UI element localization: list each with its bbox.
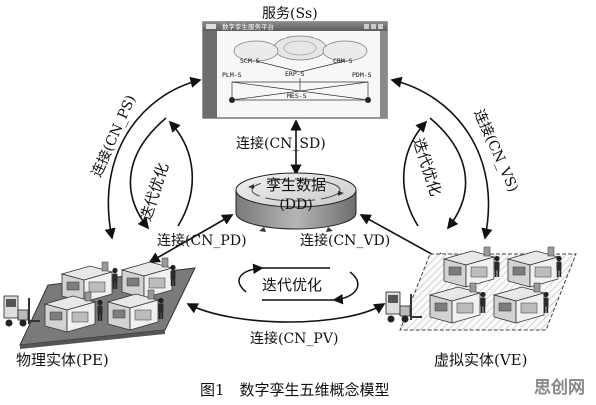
- service-title: 服务(Ss): [262, 6, 318, 22]
- twin-data-subtitle: (DD): [279, 197, 312, 213]
- physical-entity-platform: [4, 258, 195, 349]
- label-cn-vd: 连接(CN_VD): [300, 232, 390, 249]
- service-window: 数字孪生服务平台 SCM-S CRM-S ERP-S PLM-S PDM-S M…: [203, 22, 387, 118]
- node-erp: ERP-S: [285, 70, 305, 78]
- label-cn-pd: 连接(CN_PD): [157, 232, 247, 249]
- window-right-panel: [380, 31, 387, 118]
- virtual-entity-label: 虚拟实体(VE): [434, 351, 528, 369]
- node-pdm-dot: [365, 97, 371, 103]
- window-minimize-icon: [364, 24, 369, 29]
- arrow-cn-pv: [188, 304, 384, 322]
- node-mes: MES-S: [287, 92, 307, 100]
- window-close-icon: [378, 24, 383, 29]
- pe-forklift-icon: [4, 296, 40, 327]
- virtual-entity-platform: [386, 247, 576, 330]
- window-app-icon: [206, 24, 216, 29]
- label-cn-pv: 连接(CN_PV): [250, 330, 338, 347]
- label-cn-sd: 连接(CN_SD): [236, 135, 326, 152]
- label-iteration-bottom: 迭代优化: [262, 276, 322, 294]
- loop-iteration-bottom-right: [334, 272, 358, 300]
- figure-caption: 图1 数字孪生五维概念模型: [200, 381, 390, 399]
- ve-machine-2: [508, 247, 558, 287]
- node-crm: CRM-S: [333, 57, 353, 65]
- node-plm-dot: [229, 97, 235, 103]
- window-maximize-icon: [371, 24, 376, 29]
- pe-machine-2: [122, 258, 172, 298]
- physical-entity-label: 物理实体(PE): [16, 351, 109, 369]
- label-iteration-left: 迭代优化: [137, 161, 173, 224]
- loop-iteration-bottom-left: [239, 268, 262, 292]
- window-left-panel: [203, 31, 217, 118]
- label-iteration-right: 迭代优化: [409, 136, 445, 199]
- node-pdm: PDM-S: [352, 71, 372, 79]
- watermark: 思创网: [534, 377, 585, 398]
- ve-machine-1: [444, 247, 494, 287]
- twin-data-title: 孪生数据: [266, 176, 326, 194]
- dashboard-center-dial-icon: [274, 36, 326, 60]
- loop-iteration-left-return: [170, 122, 192, 226]
- service-window-title: 数字孪生服务平台: [222, 22, 274, 31]
- node-plm: PLM-S: [222, 71, 242, 79]
